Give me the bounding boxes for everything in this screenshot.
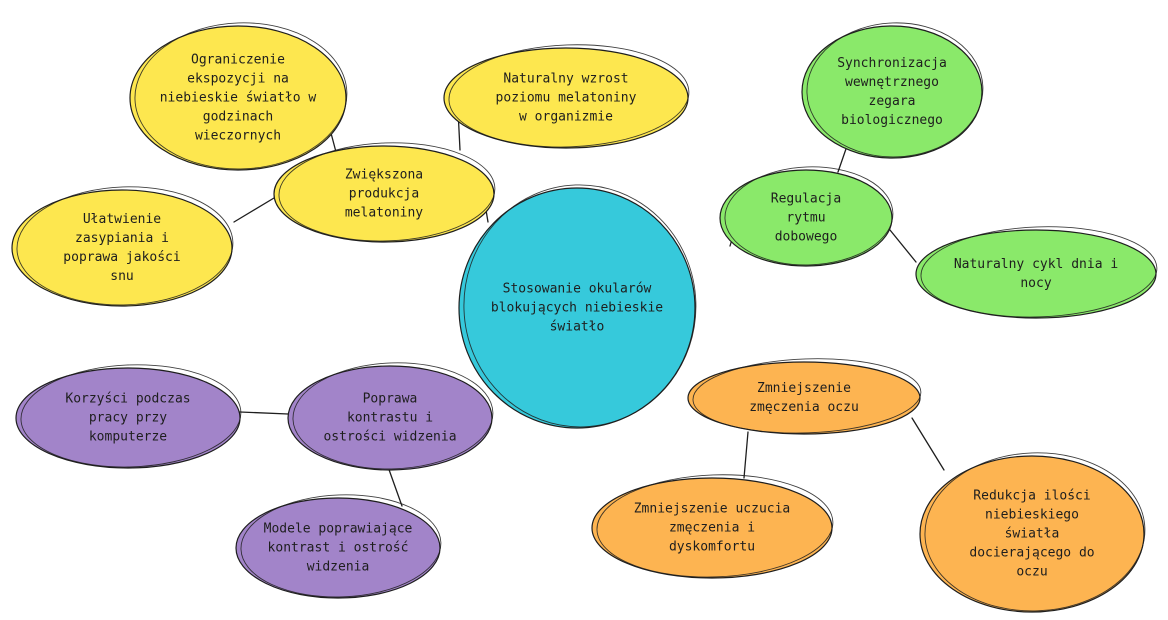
center-node-blue-light-glasses-label-line: światło bbox=[550, 320, 605, 335]
node-sync-biological-clock-shape bbox=[801, 25, 983, 159]
node-blue-light-reduction-label-line: oczu bbox=[1016, 565, 1047, 580]
node-computer-work-benefits: Korzyści podczas pracy przy komputerze bbox=[15, 364, 242, 469]
center-node-blue-light-glasses-shape bbox=[458, 187, 696, 429]
node-easier-sleep-label-line: Ułatwienie bbox=[83, 212, 161, 227]
node-sync-biological-clock-label-line: Synchronizacja bbox=[837, 56, 947, 71]
node-contrast-models-sketch-outline bbox=[240, 494, 442, 598]
node-reduced-eye-strain-sketch-outline bbox=[692, 358, 922, 434]
node-reduced-discomfort-label-line: zmęczenia i bbox=[669, 521, 755, 536]
node-reduced-discomfort-sketch-outline bbox=[596, 474, 834, 578]
node-contrast-models-label-line: widzenia bbox=[307, 560, 370, 575]
node-contrast-sharpness-label-line: ostrości widzenia bbox=[323, 430, 456, 445]
node-easier-sleep-label-line: snu bbox=[110, 269, 133, 284]
center-node-blue-light-glasses-label-line: blokujących niebieskie bbox=[491, 301, 663, 316]
node-reduced-discomfort-label-line: Zmniejszenie uczucia bbox=[634, 502, 791, 517]
node-circadian-rhythm-sketch-outline bbox=[724, 166, 894, 266]
node-circadian-rhythm-label-line: Regulacja bbox=[771, 192, 841, 207]
node-natural-melatonin-rise-label-line: Naturalny wzrost bbox=[503, 72, 628, 87]
node-easier-sleep-label-line: poprawa jakości bbox=[63, 250, 180, 265]
node-contrast-models-shape bbox=[235, 497, 441, 599]
node-day-night-cycle-label-line: nocy bbox=[1020, 276, 1051, 291]
node-increased-melatonin-sketch-outline bbox=[278, 142, 496, 242]
node-limit-evening-exposure-sketch-outline bbox=[134, 22, 348, 170]
node-day-night-cycle-label-line: Naturalny cykl dnia i bbox=[954, 257, 1118, 272]
node-limit-evening-exposure-label-line: ekspozycji na bbox=[187, 72, 289, 87]
node-computer-work-benefits-label-line: Korzyści podczas bbox=[65, 392, 190, 407]
mind-map-nodes: Stosowanie okularów blokujących niebieski… bbox=[11, 22, 1158, 613]
node-limit-evening-exposure-label-line: niebieskie światło w bbox=[160, 91, 317, 106]
node-blue-light-reduction-shape bbox=[919, 455, 1145, 613]
node-contrast-models: Modele poprawiające kontrast i ostrość wid… bbox=[235, 494, 442, 599]
node-blue-light-reduction: Redukcja ilości niebieskiego światła docier… bbox=[919, 452, 1146, 613]
node-circadian-rhythm-label-line: rytmu bbox=[786, 211, 825, 226]
node-contrast-models-label-line: kontrast i ostrość bbox=[268, 541, 409, 556]
center-node-blue-light-glasses-sketch-outline bbox=[463, 184, 697, 428]
node-limit-evening-exposure: Ograniczenie ekspozycji na niebieskie świa… bbox=[129, 22, 348, 171]
node-natural-melatonin-rise-label-line: w organizmie bbox=[519, 110, 613, 125]
node-blue-light-reduction-sketch-outline bbox=[924, 452, 1146, 612]
node-blue-light-reduction-label-line: docierającego do bbox=[969, 546, 1094, 561]
center-node-blue-light-glasses-label-line: Stosowanie okularów bbox=[503, 282, 652, 297]
node-contrast-sharpness-shape bbox=[287, 365, 493, 471]
node-circadian-rhythm-label-line: dobowego bbox=[775, 230, 838, 245]
node-circadian-rhythm: Regulacja rytmu dobowego bbox=[719, 166, 894, 267]
node-easier-sleep-shape bbox=[11, 189, 233, 307]
node-reduced-discomfort: Zmniejszenie uczucia zmęczenia i dyskomfor… bbox=[591, 474, 834, 579]
node-sync-biological-clock: Synchronizacja wewnętrznego zegara biologic… bbox=[801, 22, 984, 159]
edge-contrast-computer bbox=[239, 411, 289, 415]
node-easier-sleep-label-line: zasypiania i bbox=[75, 231, 169, 246]
edge-eye-strain-blue-reduction bbox=[911, 417, 945, 471]
node-limit-evening-exposure-label-line: wieczornych bbox=[195, 129, 281, 144]
node-easier-sleep: Ułatwienie zasypiania i poprawa jakości snu bbox=[11, 186, 234, 307]
node-sync-biological-clock-label-line: wewnętrznego bbox=[845, 75, 939, 90]
node-sync-biological-clock-label-line: zegara bbox=[869, 94, 916, 109]
node-increased-melatonin-label-line: melatoniny bbox=[345, 206, 423, 221]
node-contrast-sharpness-sketch-outline bbox=[292, 362, 494, 470]
node-blue-light-reduction-label-line: światła bbox=[1005, 527, 1060, 542]
node-reduced-discomfort-label-line: dyskomfortu bbox=[669, 540, 755, 555]
node-blue-light-reduction-label-line: niebieskiego bbox=[985, 508, 1079, 523]
node-contrast-models-label-line: Modele poprawiające bbox=[264, 522, 413, 537]
node-sync-biological-clock-label-line: biologicznego bbox=[841, 113, 943, 128]
node-limit-evening-exposure-label-line: godzinach bbox=[203, 110, 273, 125]
node-reduced-eye-strain-label-line: zmęczenia oczu bbox=[749, 400, 859, 415]
node-day-night-cycle-sketch-outline bbox=[920, 226, 1158, 318]
node-reduced-eye-strain: Zmniejszenie zmęczenia oczu bbox=[687, 358, 922, 435]
node-computer-work-benefits-sketch-outline bbox=[20, 364, 242, 468]
node-contrast-sharpness: Poprawa kontrastu i ostrości widzenia bbox=[287, 362, 494, 471]
node-increased-melatonin-label-line: produkcja bbox=[349, 187, 419, 202]
node-circadian-rhythm-shape bbox=[719, 169, 893, 267]
node-reduced-eye-strain-label-line: Zmniejszenie bbox=[757, 381, 851, 396]
node-computer-work-benefits-label-line: pracy przy bbox=[89, 411, 167, 426]
edge-eye-strain-discomfort bbox=[743, 431, 749, 479]
node-increased-melatonin-label-line: Zwiększona bbox=[345, 168, 423, 183]
node-contrast-sharpness-label-line: Poprawa bbox=[363, 392, 418, 407]
node-natural-melatonin-rise-label-line: poziomu melatoniny bbox=[496, 91, 637, 106]
node-increased-melatonin: Zwiększona produkcja melatoniny bbox=[273, 142, 496, 243]
node-sync-biological-clock-sketch-outline bbox=[806, 22, 984, 158]
center-node-blue-light-glasses: Stosowanie okularów blokujących niebieski… bbox=[458, 184, 697, 429]
edge-rhythm-day-night bbox=[889, 229, 917, 263]
node-blue-light-reduction-label-line: Redukcja ilości bbox=[973, 489, 1090, 504]
node-day-night-cycle: Naturalny cykl dnia i nocy bbox=[915, 226, 1158, 319]
node-computer-work-benefits-label-line: komputerze bbox=[89, 430, 167, 445]
node-limit-evening-exposure-shape bbox=[129, 25, 347, 171]
node-easier-sleep-sketch-outline bbox=[16, 186, 234, 306]
node-natural-melatonin-rise: Naturalny wzrost poziomu melatoniny w orga… bbox=[443, 44, 690, 149]
node-contrast-sharpness-label-line: kontrastu i bbox=[347, 411, 433, 426]
node-limit-evening-exposure-label-line: Ograniczenie bbox=[191, 53, 285, 68]
node-natural-melatonin-rise-sketch-outline bbox=[448, 44, 690, 148]
